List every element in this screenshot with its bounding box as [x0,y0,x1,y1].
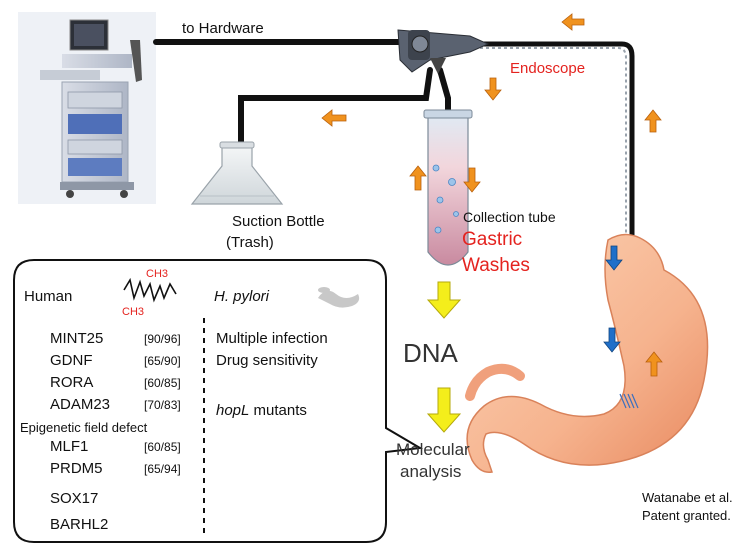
tubing [153,39,451,155]
gene-name: RORA [50,374,94,391]
to-hardware-label: to Hardware [182,20,264,37]
hopl-suffix: mutants [249,402,307,419]
endoscopy-machine [18,12,156,204]
methylated-dna-icon [123,277,177,303]
pylori-item: Drug sensitivity [216,352,318,369]
yellow-arrow-to-dna [426,281,462,319]
analysis-label: analysis [400,462,462,481]
gene-range: [90/96] [144,332,181,346]
methyl-label-top: CH3 [146,268,169,280]
orange-arrow-down-handle [484,77,502,101]
field-defect-label: Epigenetic field defect [20,420,148,435]
gene-name: PRDM5 [50,460,103,477]
hopl-gene-name: hopL [216,402,250,419]
patent-line2: Patent granted. [642,508,731,523]
gene-name: BARHL2 [50,516,109,533]
endoscope-label: Endoscope [510,60,586,77]
gastric-label: Gastric [462,229,523,250]
suction-line [238,67,433,155]
gene-name: ADAM23 [50,396,111,413]
orange-arrow-up-cable [644,109,662,133]
gene-panel-bubble [13,259,424,543]
human-title: Human [24,288,73,305]
orange-arrow-left-top [561,13,585,31]
endoscope-cable [480,41,635,392]
orange-arrow-up-stomach [645,351,663,377]
gene-name: MINT25 [50,330,104,347]
methyl-label-bottom: CH3 [122,306,145,318]
gene-name: MLF1 [50,438,89,455]
pylori-title: H. pylori [214,288,270,305]
pylori-item: Multiple infection [216,330,328,347]
dna-label: DNA [403,338,458,368]
collection-tube-label: Collection tube [463,209,556,225]
endoscope-handle [397,29,490,74]
collection-tube [423,109,473,266]
orange-arrow-down-tube [463,167,481,193]
endoscope-tip [619,393,639,409]
hopl-mutants-label: hopL mutants [216,402,307,419]
blue-arrow-down-lower [603,327,621,353]
orange-arrow-left-suction [321,109,347,127]
orange-arrow-up-tube [409,165,427,191]
molecular-label: Molecular [396,440,470,459]
washes-label: Washes [462,255,530,276]
bacteria-icon [318,287,360,308]
trash-label: (Trash) [226,234,274,251]
blue-arrow-down-upper [605,245,623,271]
gene-range: [70/83] [144,398,181,412]
suction-bottle-label: Suction Bottle [232,213,325,230]
gene-range: [60/85] [144,376,181,390]
tube-line [437,67,451,117]
gene-range: [65/94] [144,462,181,476]
yellow-arrow-to-analysis [426,387,462,433]
patent-line1: Watanabe et al. [642,490,733,505]
gene-name: GDNF [50,352,93,369]
gene-range: [60/85] [144,440,181,454]
stomach-illustration [465,233,709,473]
gene-name: SOX17 [50,490,99,507]
suction-bottle [190,141,284,205]
gene-range: [65/90] [144,354,181,368]
